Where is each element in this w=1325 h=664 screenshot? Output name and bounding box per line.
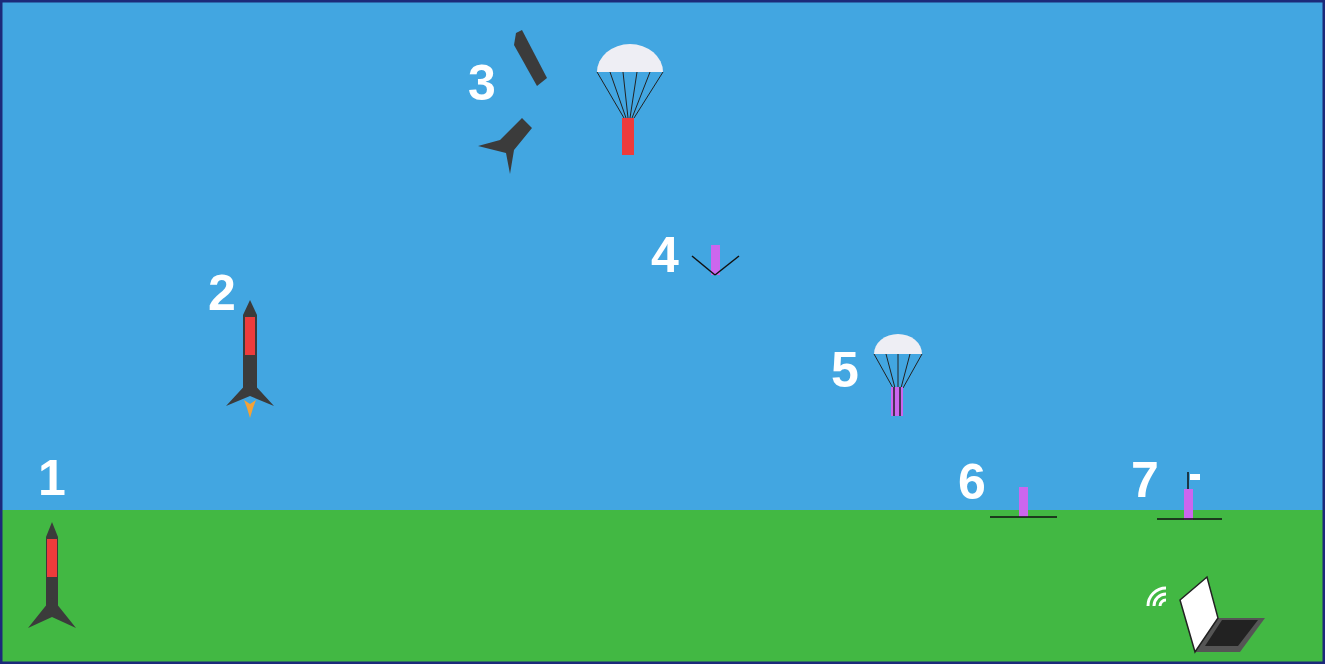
ground bbox=[0, 510, 1325, 664]
separated-nose bbox=[514, 30, 547, 86]
callout-number: 6 bbox=[958, 457, 986, 507]
lander-landed bbox=[990, 487, 1057, 517]
callout-number: 7 bbox=[1131, 455, 1159, 505]
payload-parachute bbox=[597, 44, 663, 155]
callout-number: 3 bbox=[468, 58, 496, 108]
lander-legs-out bbox=[692, 245, 739, 275]
callout-number: 2 bbox=[208, 268, 236, 318]
callout-number: 1 bbox=[38, 453, 66, 503]
lander-parachute bbox=[874, 334, 922, 416]
lander-antenna bbox=[1157, 472, 1222, 520]
callout-number: 5 bbox=[831, 345, 859, 395]
separated-fin-section bbox=[478, 118, 532, 174]
rocket-on-pad bbox=[28, 522, 76, 628]
laptop-receiver bbox=[1148, 577, 1265, 652]
callout-number: 4 bbox=[651, 230, 679, 280]
